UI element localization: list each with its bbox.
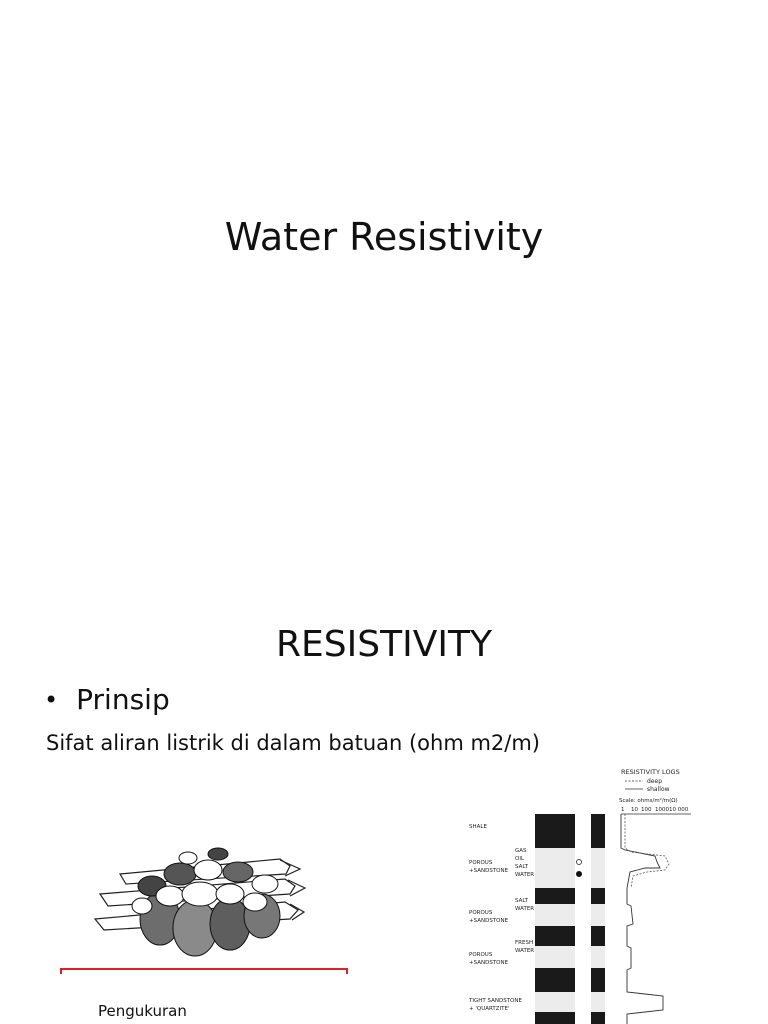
lithology-label: TIGHT SANDSTONE: [468, 998, 522, 1004]
divider-line: [60, 966, 348, 974]
fluid-label: GAS: [515, 848, 527, 854]
scale-label: Scale: ohms/m²/m(Ω): [619, 797, 678, 804]
resistivity-log-figure: RESISTIVITY LOGS deep shallow Scale: ohm…: [468, 768, 691, 1024]
lithology-label: POROUS: [469, 860, 493, 866]
fluid-label: OIL: [515, 856, 525, 862]
lithology-label: +SANDSTONE: [469, 868, 509, 874]
scale-tick-label: 100: [641, 807, 652, 813]
bullet-label: Prinsip: [76, 683, 170, 716]
fluid-label: WATER: [515, 948, 534, 954]
scale-tick-label: 10 000: [669, 807, 689, 813]
slide-title: Water Resistivity: [224, 215, 544, 259]
lithology-label: SHALE: [469, 824, 487, 830]
lithology-label: + 'QUARTZITE': [469, 1006, 510, 1012]
legend-shallow: shallow: [647, 786, 670, 793]
fluid-label: SALT: [515, 898, 529, 904]
slide-heading: RESISTIVITY: [276, 624, 492, 665]
lithology-label: POROUS: [469, 910, 493, 916]
scale-tick-label: 1: [621, 807, 625, 813]
body-text: Sifat aliran listrik di dalam batuan (oh…: [46, 731, 541, 755]
log-header: RESISTIVITY LOGS: [621, 768, 680, 776]
fluid-label: FRESH: [515, 940, 533, 946]
legend-deep: deep: [647, 778, 662, 785]
bullet-icon: •: [44, 685, 59, 714]
lithology-label: +SANDSTONE: [469, 960, 509, 966]
content-slide: RESISTIVITY • Prinsip Sifat aliran listr…: [0, 576, 768, 1024]
lithology-label: POROUS: [469, 952, 493, 958]
fluid-label: SALT: [515, 864, 529, 870]
fluid-label: WATER: [515, 872, 534, 878]
title-slide: Water Resistivity: [224, 215, 544, 259]
porous-rock-illustration: [93, 847, 307, 957]
scale-tick-label: 10: [631, 807, 638, 813]
fluid-label: WATER: [515, 906, 534, 912]
bullet-item: • Prinsip: [44, 683, 170, 716]
caption-label: Pengukuran: [98, 1002, 187, 1020]
scale-tick-label: 1000: [655, 807, 669, 813]
lithology-label: +SANDSTONE: [469, 918, 509, 924]
